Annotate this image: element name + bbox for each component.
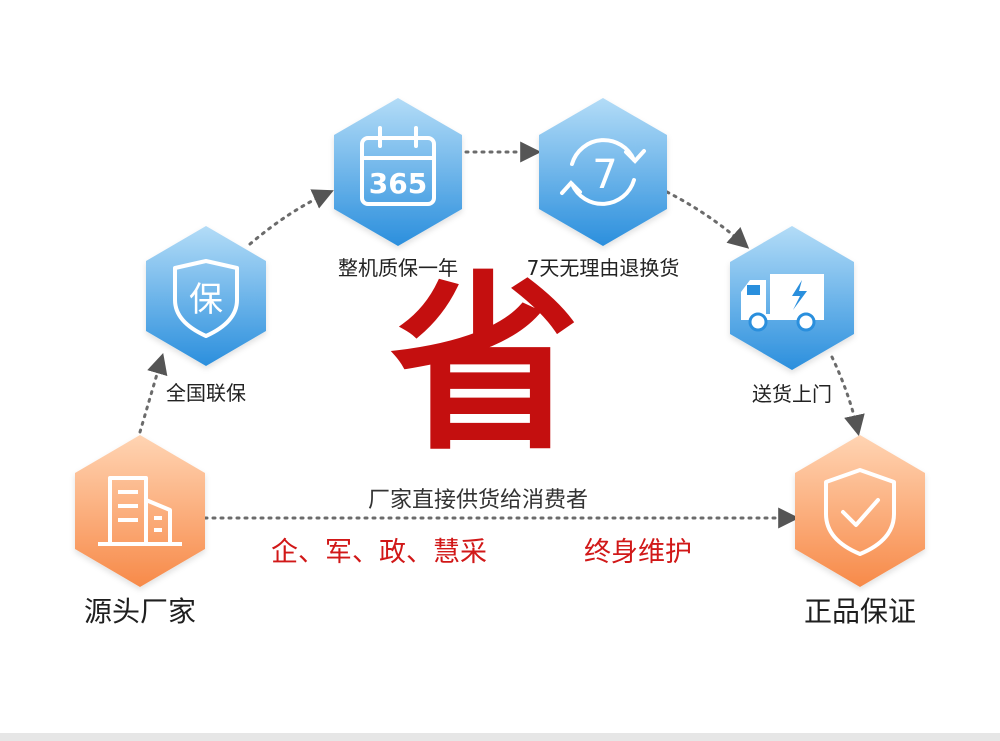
node-seven-day-return: 7 <box>539 98 667 246</box>
arrow-return-to-delivery <box>665 190 750 249</box>
building-icon <box>98 476 182 546</box>
shield-check-icon <box>824 468 896 556</box>
hexagon <box>75 435 205 587</box>
shield-bao-icon: 保 <box>173 259 239 338</box>
label-national-warranty: 全国联保 <box>166 381 246 405</box>
flow-arrows <box>138 141 865 529</box>
label-genuine: 正品保证 <box>803 595 916 628</box>
node-genuine <box>795 435 925 587</box>
label-delivery: 送货上门 <box>752 382 832 406</box>
truck-icon <box>741 274 824 332</box>
node-year-warranty: 365 <box>334 98 462 246</box>
svg-text:7: 7 <box>592 152 617 198</box>
calendar-365-icon: 365 <box>360 126 436 206</box>
hexagon <box>334 98 462 246</box>
arrow-national-to-year <box>248 189 334 246</box>
hexagon <box>795 435 925 587</box>
node-factory <box>75 435 205 587</box>
hexagon <box>146 226 266 366</box>
node-national-warranty: 保 <box>146 226 266 366</box>
label-factory: 源头厂家 <box>83 595 196 628</box>
bottom-divider <box>0 733 1000 741</box>
label-seven-day-return: 7天无理由退换货 <box>526 256 680 280</box>
clients-text: 企、军、政、慧采 <box>271 537 487 568</box>
svg-text:保: 保 <box>189 280 223 320</box>
direct-supply-text: 厂家直接供货给消费者 <box>368 488 589 513</box>
svg-text:365: 365 <box>369 167 427 200</box>
arrow-delivery-to-genuine <box>830 355 865 437</box>
cycle-7-icon: 7 <box>560 138 646 206</box>
center-save-character: 省 <box>390 253 581 476</box>
label-year-warranty: 整机质保一年 <box>338 256 458 280</box>
node-delivery <box>730 226 854 370</box>
hexagon <box>539 98 667 246</box>
arrow-factory-to-national <box>138 352 168 434</box>
lifetime-maintenance-text: 终身维护 <box>584 537 692 568</box>
